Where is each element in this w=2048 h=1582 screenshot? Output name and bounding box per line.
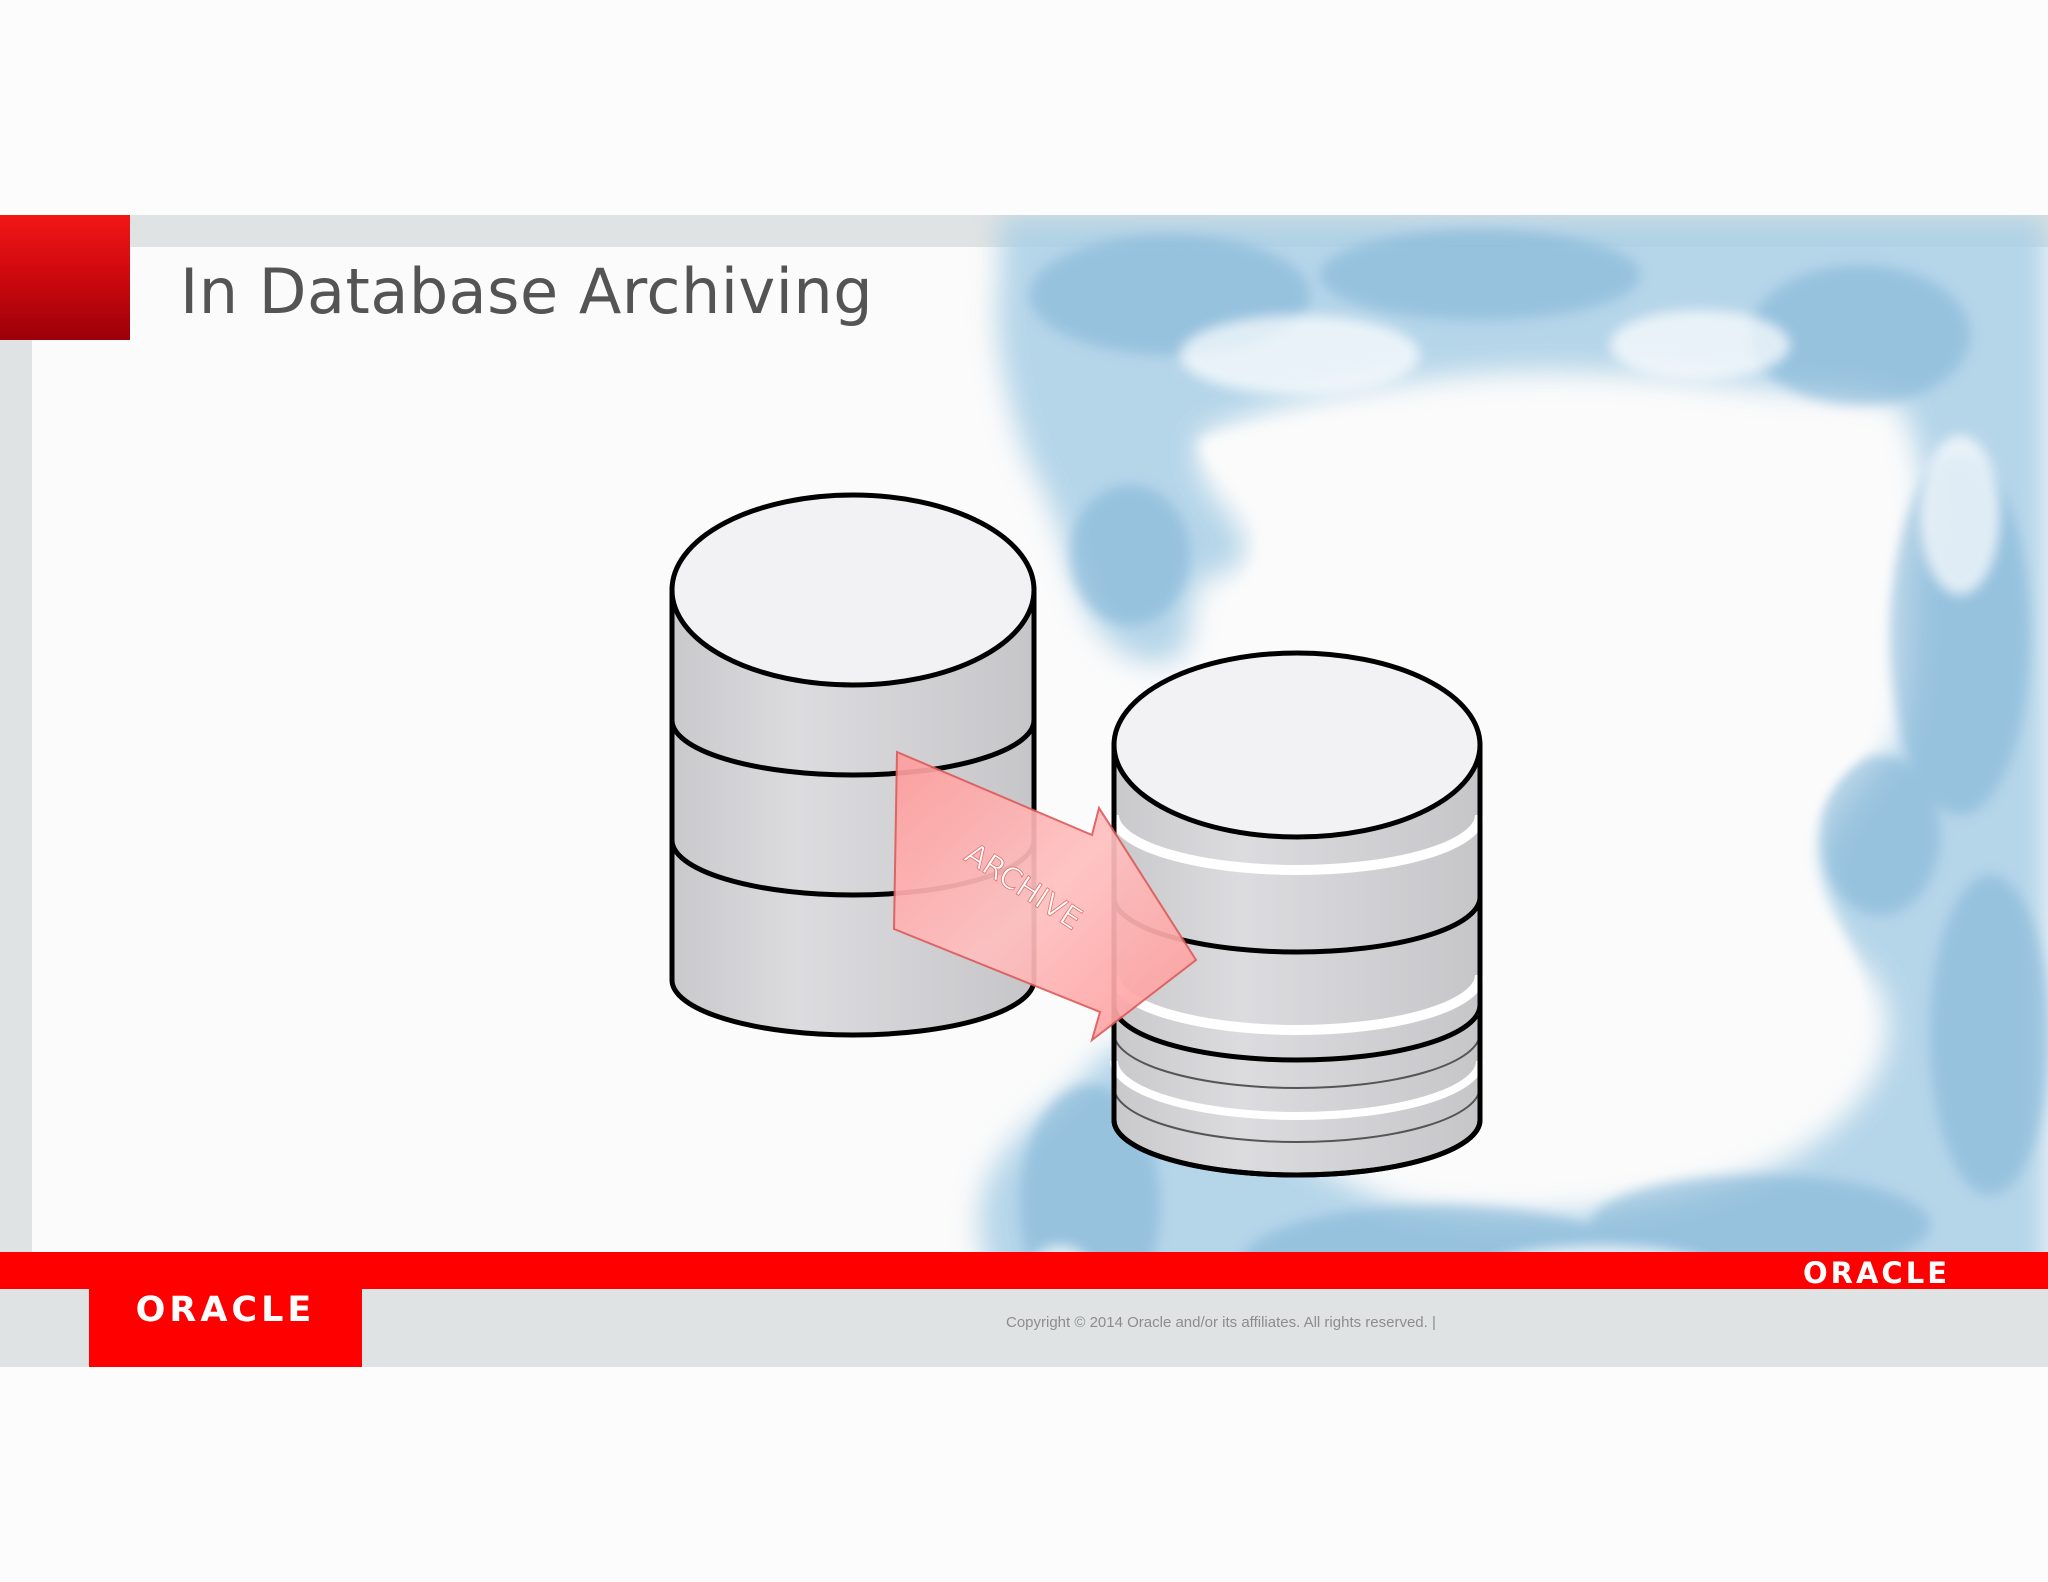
oracle-logo-box: ORACLE xyxy=(89,1252,362,1367)
archive-diagram: ARCHIVE xyxy=(669,492,1485,1178)
footer: ORACLE ORACLE Copyright © 2014 Oracle an… xyxy=(0,1252,2048,1367)
archive-database-icon xyxy=(1109,650,1485,1178)
oracle-logo: ORACLE xyxy=(135,1289,316,1330)
slide: In Database Archiving xyxy=(0,215,2048,1367)
oracle-logo: ORACLE xyxy=(1803,1256,1950,1290)
archive-arrow-icon: ARCHIVE xyxy=(892,750,1198,1043)
copyright-notice: Copyright © 2014 Oracle and/or its affil… xyxy=(1006,1314,1436,1331)
slide-title: In Database Archiving xyxy=(180,255,874,328)
title-accent-bar xyxy=(0,215,130,340)
